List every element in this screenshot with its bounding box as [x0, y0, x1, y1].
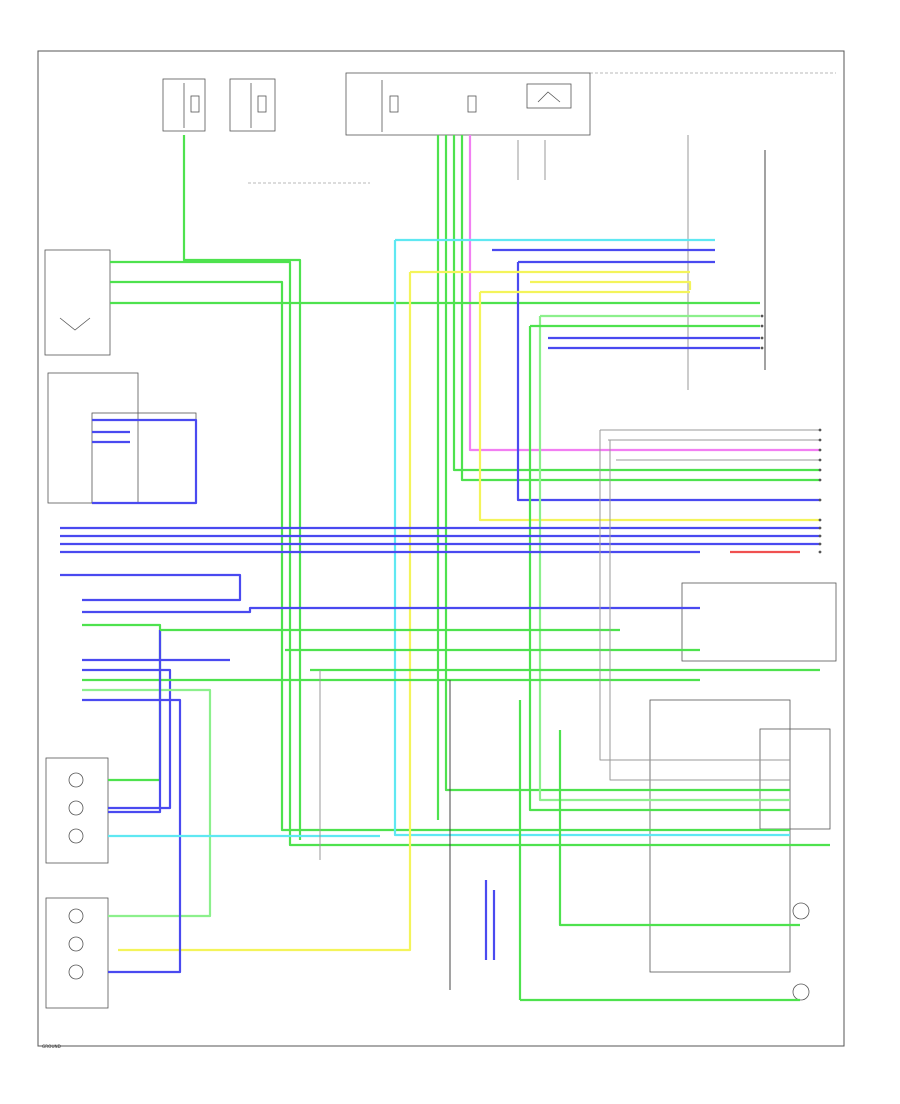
connector-pin	[818, 428, 822, 432]
wire-gray	[609, 440, 790, 781]
wire-green	[558, 730, 800, 927]
wire-blue	[516, 262, 820, 502]
wire-blue	[60, 573, 242, 602]
connector-pin	[818, 542, 822, 546]
wire-green	[528, 326, 790, 812]
wire-blue	[108, 630, 162, 814]
connector-pin	[818, 526, 822, 530]
wire-gray	[599, 430, 790, 761]
wire-green	[460, 135, 820, 482]
connector-pin	[760, 324, 764, 328]
connector-pin	[818, 498, 822, 502]
mirror-switch-block	[47, 372, 197, 504]
fuse-box-left	[162, 78, 206, 132]
connector-pin	[818, 448, 822, 452]
control-module-right	[681, 582, 837, 662]
connector-pins	[760, 314, 822, 554]
wire-light-green	[538, 316, 790, 802]
wire-green	[110, 280, 790, 832]
connector-pin	[818, 550, 822, 554]
connector-block-right	[759, 728, 831, 830]
corner-label: GROUND	[42, 1044, 61, 1049]
wire-green	[444, 135, 790, 792]
lamp-right-upper-icon	[792, 902, 810, 920]
wire-light-green	[82, 688, 212, 918]
connector-pin	[818, 534, 822, 538]
connector-pin	[818, 518, 822, 522]
wire-blue	[82, 606, 700, 614]
wire-blue	[92, 418, 198, 505]
wire-green	[182, 135, 302, 840]
connector-pin	[818, 458, 822, 462]
lamp-block-lower	[45, 897, 109, 1009]
connector-pin	[818, 468, 822, 472]
connector-pin	[760, 314, 764, 318]
lamp-block-upper	[45, 757, 109, 864]
diagram-frame	[37, 50, 845, 1047]
wire-yellow	[530, 280, 692, 290]
wire-green	[452, 135, 820, 472]
wire-harness	[60, 135, 830, 1002]
connector-pin	[818, 478, 822, 482]
wire-yellow	[478, 292, 820, 522]
lamp-right-lower-icon	[792, 983, 810, 1001]
wire-blue	[82, 668, 172, 810]
door-switch-block	[44, 249, 111, 356]
fuse-box-middle	[229, 78, 276, 132]
connector-pin	[760, 346, 764, 350]
connector-pin	[760, 336, 764, 340]
wire-yellow	[118, 272, 412, 952]
connector-pin	[818, 438, 822, 442]
wire-green	[82, 623, 162, 782]
fuse-box-right	[345, 72, 591, 136]
wire-cyan	[393, 240, 790, 837]
